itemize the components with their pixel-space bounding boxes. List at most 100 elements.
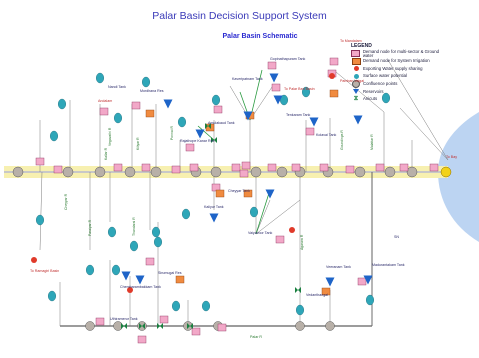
confluence-point [210,166,222,178]
demand-node [141,163,151,172]
surface-water-node [201,300,210,312]
label-kaliyur-tank: Kaliyur Tank [204,205,224,209]
confluence-point [354,166,366,178]
surface-water-node [249,206,258,218]
surface-water-node [302,86,311,98]
label-rajathope-res: Rajathope Kanar Res [180,139,215,143]
legend-label: Confluence points [363,81,398,87]
confluence-point [94,166,106,178]
surface-water-node [296,304,305,316]
anicut-node [187,323,193,329]
demand-node [357,277,367,286]
label-amulakaud-tank: Amulakaud Tank [208,121,235,125]
reservoir-node [363,275,373,285]
reservoir-node [195,129,205,139]
legend-box: LEGEND Demand node for multi-sector & Gr… [351,44,449,103]
anicut-node [139,323,145,329]
connector-line [255,199,271,235]
demand-node [399,163,409,172]
reservoir-node [243,111,253,121]
page-title: Palar Basin Decision Support System [152,10,327,22]
irrigation-node [145,109,155,118]
legend-item-surface: Surface water potential [351,73,449,81]
sea-area [438,112,479,242]
confluence-point [62,166,74,178]
confluence-point [250,166,262,178]
legend-label: Demand node for System Irrigation [363,58,430,64]
connector-line [387,59,449,161]
confluence-point [384,166,396,178]
label-pamban-vaigai: Pamban Vaigai [340,79,365,83]
surface-water-node [141,76,150,88]
surface-water-node [151,226,160,238]
confluence-point [276,166,288,178]
export-node [329,73,335,79]
irrigation-node [329,89,339,98]
label-tenkaram-tank: Tenkaram Tank [286,113,311,117]
demand-node [99,107,109,116]
legend-item-export: Exporting Water supply sharing [351,65,449,73]
surface-water-node [177,116,186,128]
label-sn: SN [394,235,399,239]
label-chembarambakkam-tank: Chembarambakkam Tank [120,285,161,289]
label-mordhana-res: Mordhana Res [140,89,164,93]
orange-box-icon [351,57,361,65]
grey-dot-icon [351,80,361,89]
label-kaveripatnam-tank: Kaveripatnam Tank [232,77,263,81]
connector-line [255,199,301,235]
demand-node [239,169,249,178]
label-andalam: Andalam [98,99,113,103]
label-vedanthangal: Vedanthangal [306,293,328,297]
demand-node [35,157,45,166]
confluence-point [12,166,24,178]
demand-node [319,163,329,172]
demand-node [159,315,169,324]
demand-node [53,165,63,174]
label-cheyyar-r: Cheyyar R [64,193,68,210]
pink-box-icon [351,50,361,58]
reservoir-node [135,275,145,285]
legend-label: Reservoirs [363,88,384,94]
reservoir-node [163,99,173,109]
reservoir-node [269,73,279,83]
surface-water-node [58,98,67,110]
schematic-subtitle: Palar Basin Schematic [222,33,298,40]
legend-label: Exporting Water supply sharing [363,65,423,71]
connector-line [335,71,385,113]
legend-item-anicut: ⧖ Anicuts [351,96,449,104]
surface-water-node [111,264,120,276]
demand-node [95,317,105,326]
demand-node [329,57,339,66]
label-sirumugai-res: Sirumugai Res [158,271,182,275]
surface-water-node [107,226,116,238]
surface-water-node [153,236,162,248]
outlet-node [440,166,452,178]
surface-water-node [211,94,220,106]
label-vaiyavoor-tank: Vaiyavoor Tank [248,231,273,235]
demand-node [131,101,141,110]
export-node [127,287,133,293]
label-to-ramagiri: To Ramagiri Basin [30,269,60,273]
label-cheyyar-tank: Cheyyar Tank [228,189,250,193]
reservoir-node [309,117,319,127]
demand-node [241,161,251,170]
label-kiliyar-r: Kiliyar R [136,137,140,150]
surface-water-node [181,208,190,220]
surface-water-node [36,214,45,226]
confluence-point [124,166,136,178]
label-malattar-r: Malattar R [370,134,374,150]
demand-node [275,235,285,244]
surface-water-node [48,290,57,302]
confluence-point [150,166,162,178]
reservoir-triangle-icon [351,89,361,95]
label-palar-r: Palar R [250,335,262,339]
label-thandarai-r: Thandarai R [132,217,136,236]
confluence-point [85,321,95,331]
label-vegavathi-r: Vegavathi R [108,127,112,146]
irrigation-node [175,275,185,284]
irrigation-node [243,189,253,198]
legend-label: Surface water potential [363,73,407,79]
confluence-point [295,321,305,331]
